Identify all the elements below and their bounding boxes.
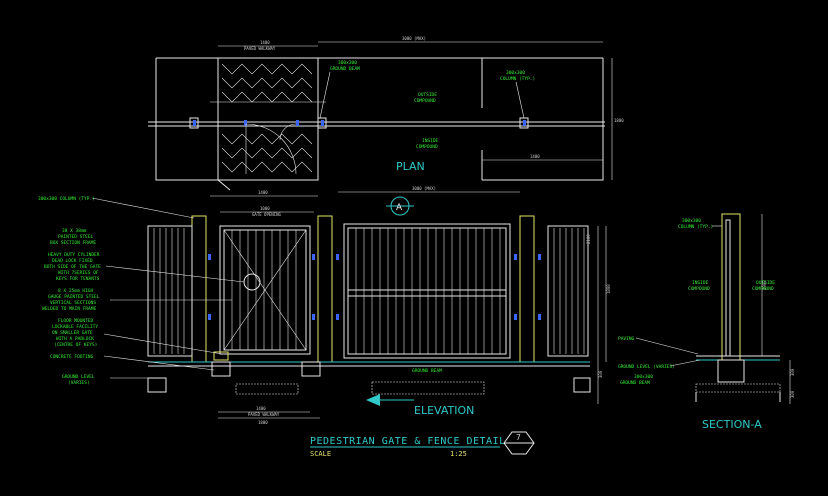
main-gate-bars (355, 228, 501, 354)
walkway-hatch (221, 63, 313, 173)
dim-elev-height: 2100 (586, 234, 591, 244)
dim-sec-base2: 300 (790, 390, 795, 398)
section-view: 2000 300 300 300x300 COLUMN (TYP.) INSID… (618, 213, 795, 431)
dim-elev-bottom: 1400 (256, 406, 266, 411)
dim-plan-right-bottom: 1400 (530, 154, 540, 159)
dim-elev-gate: 1000 (260, 206, 270, 211)
elev-note-bars-3: VERTICAL SECTIONS (50, 300, 96, 306)
plan-note-beam-1: 300x300 (338, 60, 357, 66)
elev-note-floor-5: (CENTRE OF KEYS) (54, 342, 97, 348)
section-marker-label: A (396, 203, 403, 213)
plan-note-inside-2: COMPOUND (416, 144, 438, 150)
sec-note-inside-2: COMPOUND (688, 286, 710, 292)
sec-note-inside-1: INSIDE (692, 280, 709, 286)
elev-note-frame-3: BOX SECTION FRAME (50, 240, 96, 246)
plan-note-column-2: COLUMN (TYP.) (500, 76, 535, 82)
drawing-title: PEDESTRIAN GATE & FENCE DETAIL (310, 436, 506, 447)
elev-note-cyl-2: DEAD LOCK FIXED (52, 258, 93, 264)
sec-note-ground: GROUND LEVEL (VARIES) (618, 364, 675, 370)
dim-sec-base: 300 (790, 368, 795, 376)
dim-elev-height2: 1800 (606, 284, 611, 294)
elev-note-floor-3: ON SMALLER GATE (52, 330, 93, 336)
dim-elev-bottom-sub: PAVED WALKWAY (248, 412, 280, 417)
elevation-label: ELEVATION (414, 404, 474, 417)
plan-note-outside-1: OUTSIDE (418, 92, 437, 98)
elev-note-bars-4: WELDED TO MAIN FRAME (42, 306, 96, 312)
sec-note-outside-1: OUTSIDE (756, 280, 775, 286)
elev-note-beam: GROUND BEAM (412, 368, 442, 374)
elev-note-floor-4: WITH A PADLOCK (56, 336, 94, 342)
plan-view: 1400 PAVED WALKWAY 3000 (MAX) 1400 1800 … (148, 36, 624, 191)
scale-value: 1:25 (450, 450, 467, 458)
plan-label: PLAN (396, 160, 425, 173)
elev-note-frame-1: 38 X 38mm (62, 228, 87, 234)
elev-note-ground-2: (VARIES) (68, 380, 90, 386)
dim-plan-top-sub: PAVED WALKWAY (244, 46, 276, 51)
sec-note-column-1: 300x300 (682, 218, 701, 224)
dim-elev-height3: 300 (598, 370, 603, 378)
elev-note-bars-2: GAUGE PAINTED STEEL (48, 294, 100, 300)
dim-elev-gate-sub: GATE OPENING (252, 212, 281, 217)
dim-plan-side: 1800 (614, 118, 624, 123)
elev-note-cyl-5: KEYS FOR TENANTS (56, 276, 100, 282)
elev-note-cyl-1: HEAVY DUTY CYLINDER (48, 252, 100, 258)
elev-note-floor-2: LOCKABLE FACILITY (52, 324, 98, 330)
sec-note-paving: PAVING (618, 336, 635, 342)
elev-note-frame-2: PAINTED STEEL (58, 234, 94, 240)
dim-sec-height: 2000 (762, 280, 767, 290)
elev-note-cyl-3: BOTH SIDE OF THE GATE (44, 264, 101, 270)
detail-number: 7 (516, 433, 521, 442)
dim-elev-top-right: 3000 (MAX) (412, 186, 436, 191)
scale-label: SCALE (310, 450, 331, 458)
dim-elev-top-left: 1400 (258, 190, 268, 195)
plan-note-outside-2: COMPOUND (414, 98, 436, 104)
sec-note-beam-2: GROUND BEAM (620, 380, 650, 386)
elev-note-bars-1: 8 X 25mm HIGH (58, 288, 94, 294)
elev-note-footing: CONCRETE FOOTING (50, 354, 94, 360)
elev-note-ground-1: GROUND LEVEL (62, 374, 95, 380)
plan-note-beam-2: GROUND BEAM (330, 66, 360, 72)
elev-note-column: 300x300 COLUMN (TYP.) (38, 196, 95, 202)
sec-note-beam-1: 300x300 (634, 374, 653, 380)
dim-elev-bottom2: 1800 (258, 420, 268, 425)
sec-note-outside-2: COMPOUND (752, 286, 774, 292)
title-block: PEDESTRIAN GATE & FENCE DETAIL SCALE 1:2… (310, 431, 535, 458)
elev-note-floor-1: FLOOR MOUNTED (58, 318, 94, 324)
plan-note-column-1: 300x300 (506, 70, 525, 76)
view-arrow-icon (366, 394, 380, 406)
section-label: SECTION-A (702, 418, 762, 431)
dim-plan-top: 1400 (260, 40, 270, 45)
elev-note-cyl-4: WITH 7SERIES OF (58, 270, 99, 276)
elevation-view: 1400 3000 (MAX) 1000 GATE OPENING A (38, 186, 611, 425)
sec-note-column-2: COLUMN (TYP.) (678, 224, 713, 230)
dim-plan-right: 3000 (MAX) (402, 36, 426, 41)
plan-note-inside-1: INSIDE (422, 138, 439, 144)
